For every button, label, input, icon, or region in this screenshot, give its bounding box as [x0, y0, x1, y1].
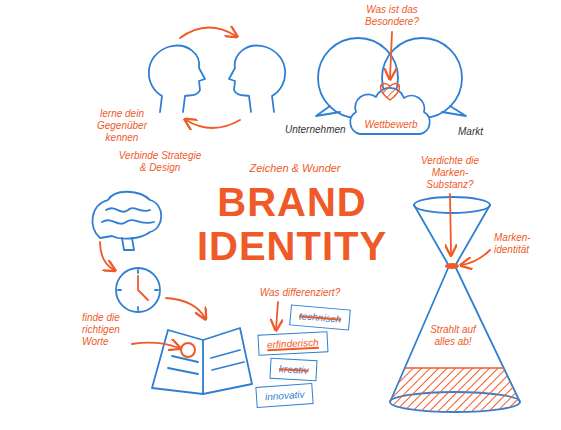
- funnel-top: [414, 197, 490, 213]
- handwritten-note: Was differenziert?: [250, 287, 350, 299]
- brain-fold: [102, 220, 154, 224]
- title: BRAND IDENTITY: [177, 180, 407, 268]
- clock-hands: [138, 276, 148, 300]
- handwritten-note: lerne dein Gegenüber kennen: [88, 108, 156, 144]
- handwritten-note: Unternehmen: [285, 124, 349, 136]
- arrow: [276, 302, 278, 329]
- arrow: [450, 194, 451, 254]
- handwritten-note: Markt: [458, 126, 498, 138]
- handwritten-note: Wettbewerb: [362, 119, 420, 131]
- brain-stem: [122, 238, 134, 250]
- arrow: [100, 242, 114, 270]
- word-card: erfinderisch: [257, 331, 328, 356]
- handwritten-note: Zeichen & Wunder: [240, 162, 350, 174]
- handwritten-note: Was ist das Besondere?: [352, 4, 432, 28]
- arrow: [180, 27, 236, 38]
- card-word: erfinderisch: [267, 336, 319, 352]
- funnel-hatch: [390, 368, 520, 412]
- bubble-tail: [316, 106, 340, 116]
- handwritten-note: Marken-identität: [494, 232, 550, 256]
- arrow: [390, 32, 392, 78]
- head-right: [229, 46, 285, 112]
- clock-ticks: [118, 270, 158, 310]
- card-word: technisch: [299, 309, 342, 326]
- neck-ring: [445, 263, 459, 269]
- arrow: [132, 343, 179, 348]
- book-ring: [181, 343, 195, 357]
- handwritten-note: Verdichte die Marken-Substanz?: [412, 155, 488, 191]
- bubble-tail: [442, 106, 466, 116]
- clock: [116, 268, 160, 312]
- word-card: kreativ: [269, 358, 317, 381]
- book-page: [203, 328, 252, 394]
- arrow: [462, 250, 490, 265]
- brain: [92, 192, 161, 239]
- book-lines: [168, 350, 244, 374]
- brain-fold: [106, 208, 150, 212]
- handwritten-note: finde die richtigen Worte: [82, 312, 138, 348]
- card-word: innovativ: [265, 388, 305, 404]
- word-card: technisch: [289, 304, 351, 330]
- funnel-level: [405, 367, 504, 369]
- arrow: [166, 298, 205, 318]
- head-left: [149, 46, 205, 112]
- heart: [381, 83, 400, 100]
- card-word: kreativ: [279, 362, 309, 377]
- handwritten-note: Verbinde Strategie & Design: [115, 150, 205, 174]
- handwritten-note: Strahlt auf alles ab!: [425, 324, 481, 348]
- arrow: [186, 120, 240, 128]
- word-card: innovativ: [255, 383, 314, 408]
